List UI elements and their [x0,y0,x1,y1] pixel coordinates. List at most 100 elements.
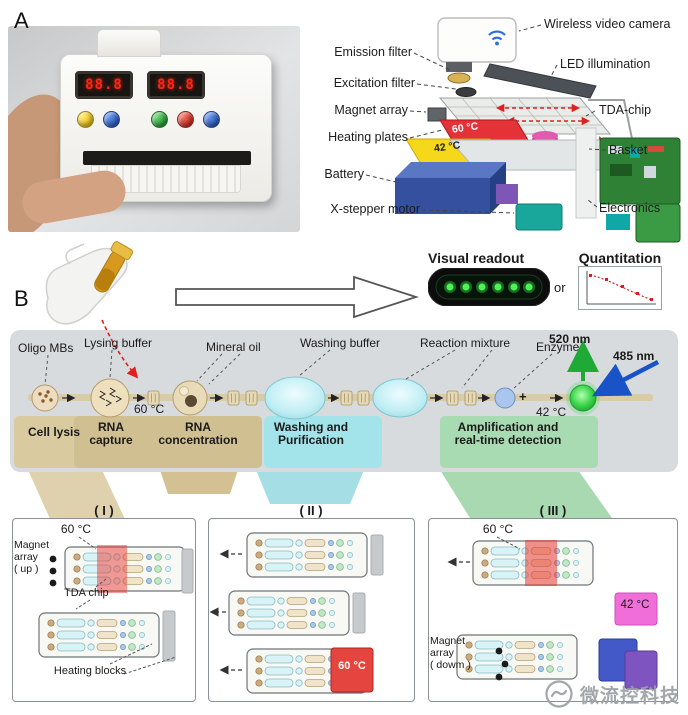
band-amplification [440,416,598,468]
panel-3-temp-top: 60 °C [482,522,514,536]
led-bar [483,63,597,99]
heating-block [162,610,176,662]
workflow-graphic [14,340,660,468]
stage-line: concentration [158,433,238,447]
label-mineral-oil: Mineral oil [206,340,261,354]
stage-rna-capture: RNA capture [80,421,142,447]
or-label: or [554,280,566,295]
heating-block [352,592,366,634]
mb-hairpins [99,387,122,407]
panel-1-magnet-label: Magnet array ( up ) [14,539,58,575]
temp-lysis: 60 °C [134,402,165,416]
panel-a-label: A [14,8,29,33]
chamber-lysis [90,378,130,418]
label-x-stepper-motor: X-stepper motor [330,202,420,216]
warm-block-42 [614,592,658,626]
magnet-line: ( up ) [14,563,39,575]
electronics-boards [575,127,681,243]
exploded-diagram [395,17,681,243]
gloved-hand-photo [45,241,134,325]
button-blue [103,111,120,128]
magnet-line: ( dowm ) [430,659,471,671]
watermark-text: 微流控科技 [580,685,681,707]
stage-line: Cell lysis [27,425,81,439]
button-blue-2 [203,111,220,128]
label-emission-filter: Emission filter [334,45,412,59]
excitation-filter-part [455,87,477,97]
chamber-detection [569,384,597,412]
label-lysing-buffer: Lysing buffer [84,336,153,350]
quantitation-label: Quantitation [578,250,662,266]
temp-amplification: 42 °C [536,405,567,419]
oil-blob [179,386,189,396]
stage-line: Purification [277,433,344,447]
panel-2-temp: 60 °C [338,660,366,672]
button-yellow [77,111,94,128]
controller-module [496,184,518,204]
panel-1-heating-label: Heating blocks [53,665,127,677]
panel-2-graphic [209,519,384,700]
panel-3-title: ( III ) [539,503,567,518]
magnet-line: Magnet [430,635,466,647]
sample-tube [94,241,134,293]
band-washing [264,416,382,468]
magnet-array-part [427,107,447,122]
label-heating-plates: Heating plates [328,130,408,144]
stage-line: real-time detection [454,433,562,447]
heating-block [370,534,384,576]
stage-rna-concentration: RNA concentration [148,421,248,447]
plus-sign: + [519,389,527,404]
stepper-motor [515,203,563,231]
label-tda-chip: TDA-chip [599,103,652,117]
panel-2-title: ( II ) [299,503,323,518]
label-basket: Basket [609,143,648,157]
chip-slot [83,151,251,165]
label-520nm: 520 nm [549,332,591,346]
magnet-dots [495,647,509,681]
beam-lysis [28,470,130,530]
stage-line: capture [89,433,133,447]
emission-filter-part [447,72,471,84]
beam-washing [256,470,364,504]
panel-3-graphic [429,540,658,690]
quantitation-graph [578,266,662,310]
stage-line: RNA [185,420,211,434]
stage-line: Amplification and [457,420,559,434]
mb-dots [38,390,53,403]
stage-line: RNA [98,420,124,434]
band-capture [74,416,262,468]
label-485nm: 485 nm [613,349,655,363]
label-led-illumination: LED illumination [560,57,651,71]
stage-washing: Washing and Purification [258,421,364,447]
workflow-arrow [175,275,419,319]
wireless-camera [437,17,517,72]
stage-beams [28,470,612,530]
chamber-reaction [494,387,516,409]
workflow-strip [10,330,678,472]
beam-amplification [440,470,612,518]
panel-1-title: ( I ) [94,503,114,518]
readout-dots [444,281,535,293]
panel-1-graphic [13,545,194,662]
panel-3-magnet-label: Magnet array ( dowm ) [430,635,486,671]
heating-block [181,548,194,594]
device-lid [97,29,161,57]
magnet-line: array [430,647,454,659]
magnet-dots [49,555,57,587]
chamber-oligo-mbs [31,384,59,412]
wifi-icon [488,30,506,36]
stage-amplification: Amplification and real-time detection [438,421,578,447]
heated-zone [525,540,557,586]
panel-2-box [208,518,415,702]
panel-1-chip-label: TDA chip [64,587,109,599]
stage-line: Washing and [273,420,349,434]
button-red [177,111,194,128]
watermark-logo-icon [545,680,573,708]
label-electronics: Electronics [599,201,661,215]
chamber-washing-2 [372,378,428,418]
device-photo: 88.8 88.8 [8,26,300,232]
label-oligo-mbs: Oligo MBs [18,341,74,355]
panel-3-temp-side: 42 °C [620,599,650,611]
heated-zone [97,545,127,593]
